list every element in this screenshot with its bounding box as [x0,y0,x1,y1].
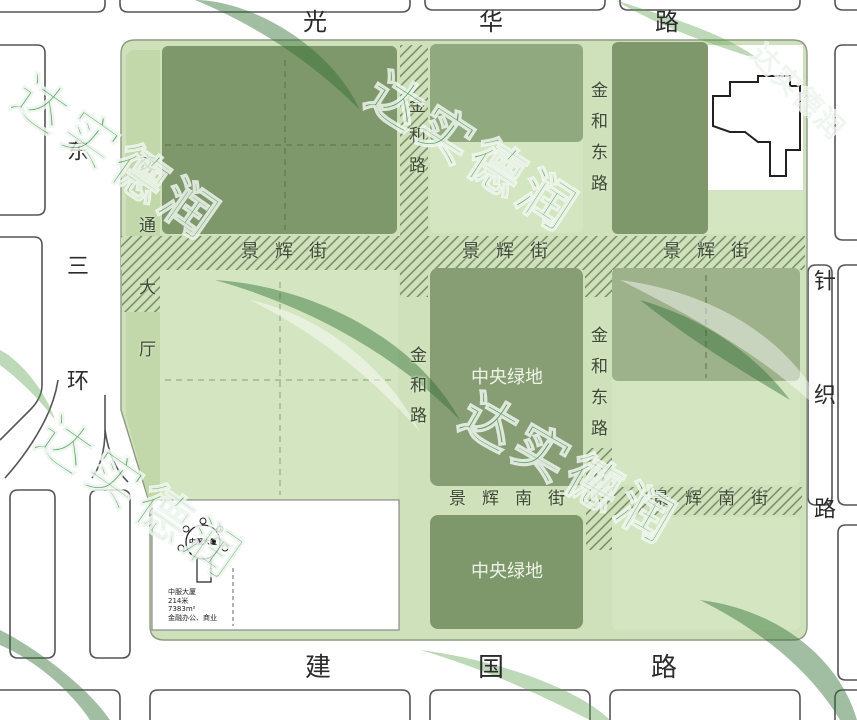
street-label-jinghui-west: 景辉街 [241,241,343,262]
street-label-jiaotong-hall: 交通大厅 [135,154,155,402]
watermark-leaf [420,650,610,720]
tower-name: 中服大厦 [168,588,196,596]
block-north-5 [834,0,857,11]
street-label-jinghui-east: 景辉街 [663,241,765,262]
jinghui-street-hatch [121,236,805,270]
ramp-west-3 [104,429,129,483]
tower-height: 214米 [168,596,189,605]
parcel-northwest [162,46,397,234]
jinghui-south-street-hatch [612,487,802,515]
watermark-leaf [615,0,760,60]
jinhe-east-road-south-hatch [586,448,612,550]
central-green-south-label: 中央绿地 [471,561,543,582]
street-label-jinghui-south-center: 景辉南街 [449,489,581,509]
road-label-east: 针织路 [810,269,835,611]
jinhe-road-junction-hatch [400,236,428,297]
central-green-north [430,268,583,486]
parcel-northeast-south [708,190,803,234]
central-green-north-label: 中央绿地 [471,367,543,388]
tower-use: 金融办公、商业 [168,613,217,622]
road-label-west: 东三环 [63,139,88,484]
existing-building-footprint [712,75,801,177]
block-north-4 [619,0,801,11]
street-label-jinghui-south-east: 景辉南街 [652,489,784,509]
lane-west-2 [89,489,131,659]
road-label-north: 光华路 [303,8,831,36]
zhongfu-tower-site [151,499,400,631]
block-north-3 [424,0,606,11]
block-south-3 [429,689,591,720]
parcel-east-middle-south [612,372,800,485]
street-label-jinhe-road-south: 金和路 [406,346,426,436]
street-label-jinghui-center: 景辉街 [462,241,564,262]
parcel-southeast [612,517,800,630]
tower-info: 中服大厦 214米 7383m² 金融办公、商业 [168,588,217,622]
block-south-4 [609,689,801,720]
watermark-leaf [0,630,110,720]
block-north-2 [119,0,411,13]
block-north-1 [0,0,106,13]
jiaotong-hall-hatch [122,236,160,312]
parcel-northeast-west [612,42,708,234]
jinhe-east-road-junction-hatch [585,236,612,297]
ramp-west [4,379,59,479]
block-south-1 [0,689,121,720]
street-label-jinhe-east-road-north: 金和东路 [587,81,607,205]
block-west-2 [0,236,43,441]
street-label-jinhe-road-north: 金和路 [405,96,425,186]
watermark-leaf [700,600,857,720]
road-label-south: 建国路 [305,653,825,683]
parcel-north-center-north [430,44,583,142]
block-west-1 [0,44,46,216]
parcel-north-center-south [430,130,583,233]
parcel-west-middle [160,270,398,500]
block-south-2 [149,689,411,720]
central-green-south [430,515,583,629]
median-east [807,264,833,506]
block-east-2 [837,264,857,506]
block-east-1 [834,44,857,241]
street-label-jinhe-east-road-south: 金和东路 [587,326,607,450]
block-east-3 [837,524,857,681]
jinhe-road-north-hatch [400,45,428,237]
tower-area: 7383m² [168,605,196,613]
watermark-leaf [0,350,55,420]
zhongfu-tower-footprint [177,517,229,583]
block-south-5 [834,689,857,720]
tower-badge: 中服大厦 [189,538,217,546]
lane-west-1 [9,489,56,659]
watermark-leaf [640,300,790,400]
